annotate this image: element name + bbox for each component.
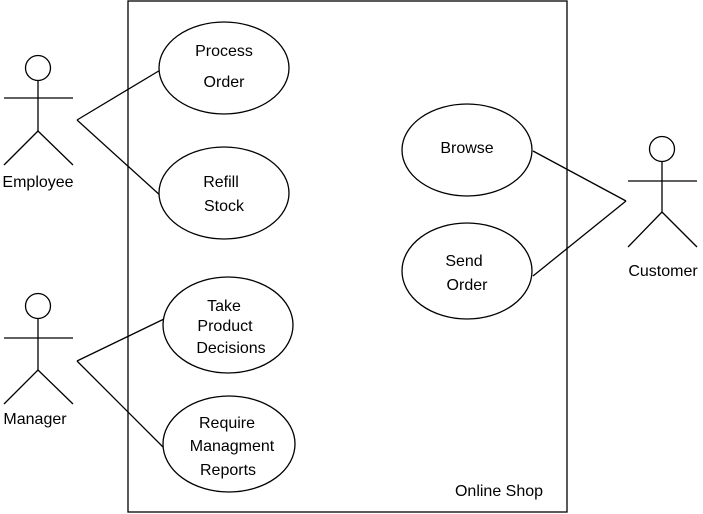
use-case-require-reports: Require Managment Reports xyxy=(162,395,296,493)
assoc-customer-browse xyxy=(532,150,627,202)
use-case-refill-stock: Refill Stock xyxy=(158,146,290,240)
svg-text:Take: Take xyxy=(207,298,241,315)
svg-text:Stock: Stock xyxy=(204,198,245,215)
use-case-browse: Browse xyxy=(401,103,533,197)
svg-text:Process: Process xyxy=(195,43,253,60)
associations xyxy=(76,68,627,449)
assoc-customer-send-order xyxy=(532,200,627,277)
svg-text:Managment: Managment xyxy=(190,438,275,455)
actor-head xyxy=(24,54,52,82)
actor-label-manager: Manager xyxy=(3,411,67,428)
svg-text:Refill: Refill xyxy=(203,174,239,191)
actor-label-employee: Employee xyxy=(2,174,73,191)
assoc-employee-process-order xyxy=(76,68,163,121)
assoc-manager-require-reports xyxy=(76,360,165,449)
svg-text:Order: Order xyxy=(204,74,246,91)
system-label: Online Shop xyxy=(455,483,543,500)
svg-text:Require: Require xyxy=(199,415,255,432)
actor-manager: Manager xyxy=(3,292,74,428)
use-case-process-order: Process Order xyxy=(158,21,290,115)
svg-text:Send: Send xyxy=(445,253,482,270)
use-case-take-product-decisions: Take Product Decisions xyxy=(162,276,294,374)
actor-head xyxy=(24,292,52,320)
assoc-manager-take-decisions xyxy=(76,318,165,362)
svg-text:Browse: Browse xyxy=(440,140,493,157)
svg-text:Reports: Reports xyxy=(200,462,256,479)
svg-text:Order: Order xyxy=(447,277,489,294)
svg-text:Product: Product xyxy=(197,318,253,335)
assoc-employee-refill-stock xyxy=(76,119,163,198)
use-case-send-order: Send Order xyxy=(401,222,533,320)
system-boundary xyxy=(127,0,568,513)
actor-employee: Employee xyxy=(2,54,74,191)
svg-text:Decisions: Decisions xyxy=(196,340,265,357)
actor-head xyxy=(648,135,676,163)
actor-customer: Customer xyxy=(627,135,698,280)
actor-label-customer: Customer xyxy=(628,263,698,280)
